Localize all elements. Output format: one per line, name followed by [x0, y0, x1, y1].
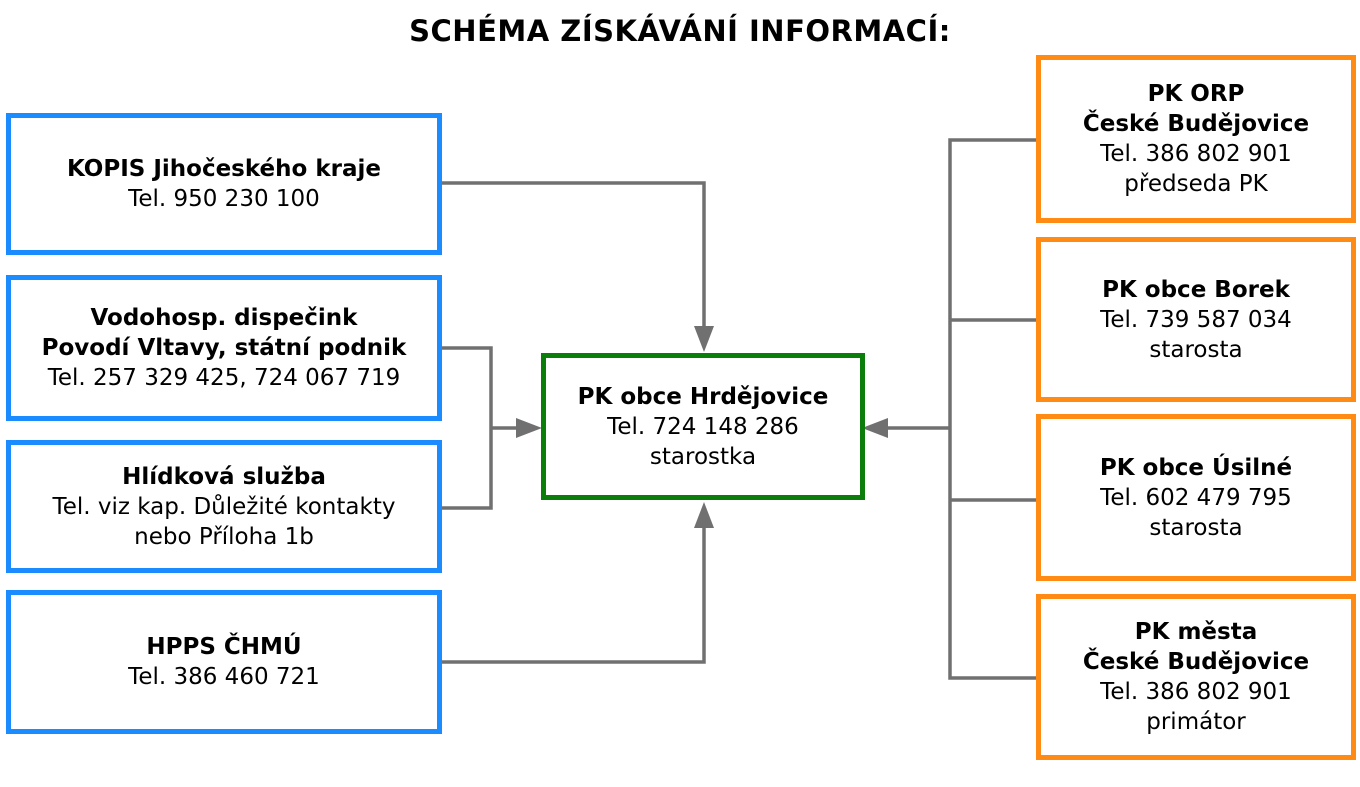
arrow-right-left-merge: [516, 418, 542, 438]
box-pk-usilne-phone: Tel. 602 479 795: [1100, 484, 1292, 511]
box-pk-orp-phone: Tel. 386 802 901: [1100, 141, 1292, 167]
box-pk-borek-phone: Tel. 739 587 034: [1100, 306, 1292, 333]
box-pk-mesta: PK města České Budějovice Tel. 386 802 9…: [1036, 594, 1356, 760]
box-pk-mesta-phone: Tel. 386 802 901: [1100, 679, 1292, 705]
diagram-title: SCHÉMA ZÍSKÁVÁNÍ INFORMACÍ:: [409, 14, 951, 48]
connector-kopis: [441, 181, 706, 328]
box-pk-borek: PK obce Borek Tel. 739 587 034 starosta: [1036, 237, 1356, 402]
box-hpps: HPPS ČHMÚ Tel. 386 460 721: [6, 590, 442, 734]
box-center-role: starostka: [649, 443, 757, 470]
connector-right-bus: [948, 138, 1037, 680]
box-hpps-phone: Tel. 386 460 721: [128, 664, 320, 690]
box-pk-orp-role: předseda PK: [1124, 171, 1268, 197]
box-center-phone: Tel. 724 148 286: [607, 413, 799, 440]
box-pk-orp-city: České Budějovice: [1082, 111, 1310, 137]
box-vodohosp: Vodohosp. dispečink Povodí Vltavy, státn…: [6, 275, 442, 421]
arrow-up-hpps: [694, 502, 714, 528]
arrow-left-right-merge: [862, 418, 888, 438]
box-pk-mesta-role: primátor: [1146, 709, 1246, 735]
box-kopis: KOPIS Jihočeského kraje Tel. 950 230 100: [6, 113, 442, 255]
box-pk-mesta-name: PK města: [1134, 619, 1258, 645]
arrow-down-kopis: [694, 326, 714, 352]
box-hlidkova: Hlídková služba Tel. viz kap. Důležité k…: [6, 440, 442, 573]
box-hlidkova-note: nebo Příloha 1b: [134, 523, 314, 550]
box-pk-orp-name: PK ORP: [1147, 81, 1245, 107]
box-center-hrdejovice: PK obce Hrdějovice Tel. 724 148 286 star…: [541, 353, 865, 500]
box-vodohosp-name: Vodohosp. dispečink: [90, 305, 358, 331]
box-hpps-name: HPPS ČHMÚ: [146, 634, 302, 660]
connector-vodohosp: [441, 346, 493, 510]
box-kopis-name: KOPIS Jihočeského kraje: [67, 156, 381, 182]
box-vodohosp-phone: Tel. 257 329 425, 724 067 719: [47, 365, 401, 391]
box-pk-borek-name: PK obce Borek: [1102, 276, 1290, 303]
box-center-name: PK obce Hrdějovice: [577, 383, 829, 410]
box-hlidkova-phone: Tel. viz kap. Důležité kontakty: [52, 493, 396, 520]
box-pk-usilne-role: starosta: [1149, 514, 1243, 541]
connector-hpps: [441, 526, 706, 664]
box-vodohosp-org: Povodí Vltavy, státní podnik: [41, 335, 407, 361]
box-kopis-phone: Tel. 950 230 100: [128, 186, 320, 212]
box-pk-orp: PK ORP České Budějovice Tel. 386 802 901…: [1036, 55, 1356, 223]
box-pk-usilne: PK obce Úsilné Tel. 602 479 795 starosta: [1036, 414, 1356, 581]
box-hlidkova-name: Hlídková služba: [122, 463, 326, 490]
box-pk-usilne-name: PK obce Úsilné: [1099, 454, 1293, 481]
box-pk-mesta-city: České Budějovice: [1082, 649, 1310, 675]
box-pk-borek-role: starosta: [1149, 336, 1243, 363]
